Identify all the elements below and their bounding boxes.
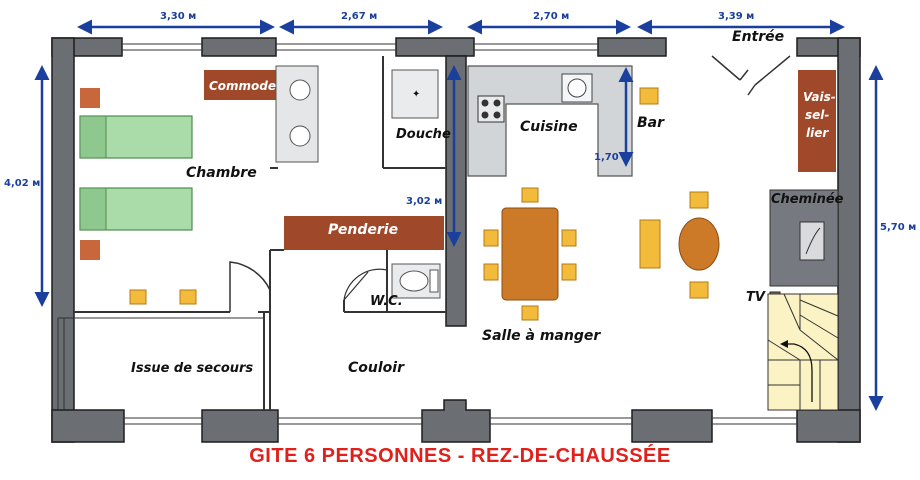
vaisselier-label-1: Vais- <box>803 90 836 104</box>
room-label-bar: Bar <box>637 115 665 131</box>
burner <box>481 111 489 119</box>
wall-bottom-segment <box>51 409 125 443</box>
nightstand <box>80 88 100 108</box>
kitchen-sink-basin <box>567 78 587 98</box>
windows <box>122 43 797 425</box>
room-label-douche: Douche <box>396 127 451 142</box>
dimension-label-middle: 3,02 м <box>406 196 443 207</box>
dining-chairs <box>483 187 577 321</box>
wall-top-segment <box>597 37 667 57</box>
pillow <box>79 187 107 231</box>
chair <box>689 281 709 299</box>
stove <box>477 95 505 123</box>
room-label-chambre: Chambre <box>186 165 257 181</box>
dimension-label-left: 4,02 м <box>4 178 41 189</box>
room-label-cheminee: Cheminée <box>771 192 844 207</box>
wall-bottom-segment <box>201 409 279 443</box>
bench <box>639 219 661 269</box>
vaisselier-label-2: sel- <box>805 108 830 122</box>
chair <box>129 289 147 305</box>
fireplace-flame <box>805 227 821 255</box>
wall-right <box>837 37 861 443</box>
dimension-label-top-4: 3,39 м <box>718 11 755 22</box>
room-label-salle-a-manger: Salle à manger <box>482 328 601 344</box>
toilet-tank <box>429 269 439 293</box>
commode <box>204 70 276 100</box>
burner <box>481 99 489 107</box>
plan-title: GITE 6 PERSONNES - REZ-DE-CHAUSSÉE <box>249 445 671 467</box>
partitions <box>74 56 446 410</box>
chair <box>689 191 709 209</box>
dining-table <box>501 207 559 301</box>
wall-bottom-segment <box>796 409 861 443</box>
room-label-issue-de-secours: Issue de secours <box>131 361 254 376</box>
dimension-label-bar: 1,70 м <box>594 152 631 163</box>
wall-top-segment <box>201 37 277 57</box>
dimension-label-top-1: 3,30 м <box>160 11 197 22</box>
pillow <box>79 115 107 159</box>
room-label-cuisine: Cuisine <box>520 119 578 135</box>
nightstand <box>80 240 100 260</box>
chair <box>179 289 197 305</box>
door-chambre <box>229 261 271 312</box>
round-table <box>678 217 720 271</box>
wall-bottom-segment <box>631 409 713 443</box>
room-label-tv: TV <box>746 290 765 305</box>
wall-left <box>51 37 75 443</box>
room-label-couloir: Couloir <box>348 360 404 376</box>
commode-label: Commode <box>209 79 277 93</box>
burner <box>493 111 501 119</box>
vaisselier <box>798 70 836 172</box>
penderie <box>284 216 444 250</box>
shower-tray <box>391 69 439 119</box>
door-entree <box>711 55 791 96</box>
sink <box>289 79 311 101</box>
dimension-label-right: 5,70 м <box>880 222 917 233</box>
sink <box>289 125 311 147</box>
room-label-wc: W.C. <box>370 294 403 309</box>
burner <box>493 99 501 107</box>
toilet-bowl <box>399 270 429 292</box>
vaisselier-label-3: lier <box>806 126 829 140</box>
bar-stool <box>639 87 659 105</box>
wall-middle <box>445 55 467 327</box>
staircase <box>767 293 839 411</box>
dimension-label-top-3: 2,70 м <box>533 11 570 22</box>
shower-drain-icon: ✦ <box>412 89 420 100</box>
room-label-entree: Entrée <box>732 29 785 45</box>
dimension-label-top-2: 2,67 м <box>341 11 378 22</box>
penderie-label: Penderie <box>328 222 399 238</box>
door-wc <box>343 268 388 301</box>
emergency-exit-frame <box>57 317 264 410</box>
wall-bottom-chimney <box>421 399 491 443</box>
dimension-lines <box>34 19 884 411</box>
wall-top-segment <box>395 37 475 57</box>
